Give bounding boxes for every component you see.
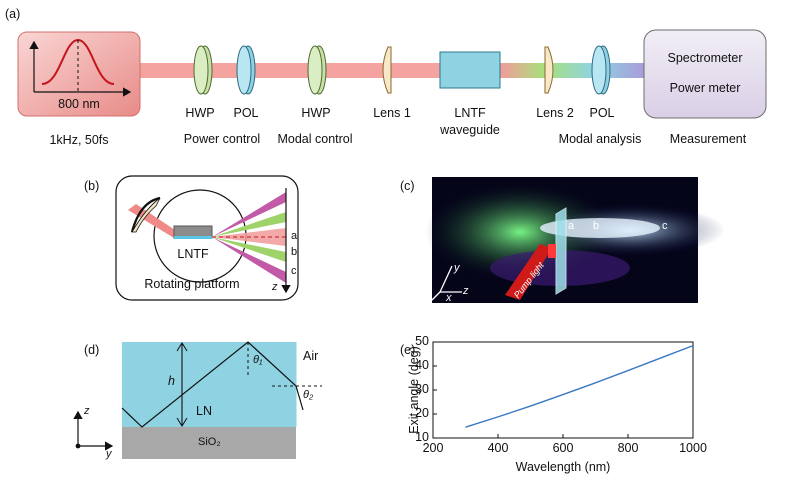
photo-label-a: a [568,220,575,232]
photo-axis-x [431,291,441,301]
waveguide-label: waveguide [440,123,500,137]
spectrometer-label: Spectrometer [667,51,743,65]
pol1-label: POL [233,106,259,120]
photo-axis-z-label: z [463,285,469,297]
glow-blue-core [540,218,660,238]
mirror-b-back [131,197,161,233]
lntf-sample-label: LNTF [177,247,209,261]
lens-2 [544,46,554,94]
emission-c-upper [212,192,286,237]
photo-axis-y-label: y [454,262,460,274]
photo-axis-y [439,265,453,293]
pump-light-beam [505,244,552,300]
platform-frame [115,175,299,301]
beam-label-c: c [291,265,297,277]
x-tick-label: 400 [487,441,509,455]
output-beam [500,63,645,78]
modal-analysis-label: Modal analysis [558,132,642,146]
panel-label-a: (a) [5,7,21,21]
platform-caption: Rotating platform [144,277,240,291]
red-marker [548,244,556,258]
hwp1-label: HWP [185,106,215,120]
chart-xlabel: Wavelength (nm) [515,460,611,474]
laser-source-box [17,31,141,117]
sio2-substrate [122,427,296,459]
panel-label-c: (c) [400,179,415,193]
polarizer-analysis [591,45,611,95]
thickness-arrow-top [176,342,188,352]
beam-label-b: b [291,246,298,258]
x-tick-label: 600 [552,441,574,455]
y-tick-label: 50 [415,334,429,348]
source-wavelength: 800 nm [58,97,100,111]
series-line [465,344,694,428]
photo-axis-x-label: x [446,292,452,304]
hwp-modal [307,45,327,95]
measurement-label: Measurement [669,132,747,146]
ln-layer [122,342,296,427]
pol2-label: POL [589,106,615,120]
axis-y-label-d: y [106,448,112,460]
plot-frame [432,341,694,439]
theta2-label: θ₂ [303,389,314,401]
theta1-label: θ₁ [253,354,263,366]
z-axis-label-b: z [272,281,278,293]
panel-label-e: (e) [400,343,416,357]
thickness-label: h [168,374,175,388]
power-control-label: Power control [183,132,261,146]
y-tick-label: 20 [415,406,429,420]
hwp2-label: HWP [301,106,331,120]
sample-plate [555,207,567,295]
hwp-power [193,45,213,95]
lens-1 [382,46,392,94]
panel-b-platform [115,175,299,301]
panel-d-crosssection [73,341,322,459]
beam-label-a: a [291,230,298,242]
mirror-b [130,196,161,233]
panel-a-setup [17,29,767,119]
emission-b-lower [212,237,286,262]
thickness-arrow-bottom [176,417,188,427]
axis-z-label-d: z [84,405,90,417]
sio2-label: SiO₂ [198,436,221,448]
modal-control-label: Modal control [277,132,353,146]
source-spec: 1kHz, 50fs [49,133,109,147]
lntf-waveguide [439,51,501,89]
panel-c-photo [425,177,725,303]
axis-origin-d [75,443,81,449]
air-label: Air [303,349,319,363]
x-tick-label: 800 [617,441,639,455]
lens2-label: Lens 2 [536,106,574,120]
panel-label-d: (d) [84,343,100,357]
power-meter-label: Power meter [669,81,741,95]
y-tick-label: 40 [415,358,429,372]
y-tick-label: 10 [415,430,429,444]
chart-ticks [432,341,694,439]
measurement-box [643,29,767,119]
y-tick-label: 30 [415,382,429,396]
emission-b-upper [212,212,286,237]
x-tick-label: 1000 [679,441,707,455]
x-tick-label: 200 [422,441,444,455]
panel-e-chart [432,341,694,439]
emission-c-lower [212,237,286,283]
photo-label-c: c [662,220,668,232]
ln-label: LN [196,404,212,418]
lens1-label: Lens 1 [373,106,411,120]
panel-label-b: (b) [84,179,100,193]
lntf-label: LNTF [454,106,486,120]
polarizer-power [236,45,256,95]
lntf-film [174,236,212,239]
photo-label-b: b [593,220,600,232]
